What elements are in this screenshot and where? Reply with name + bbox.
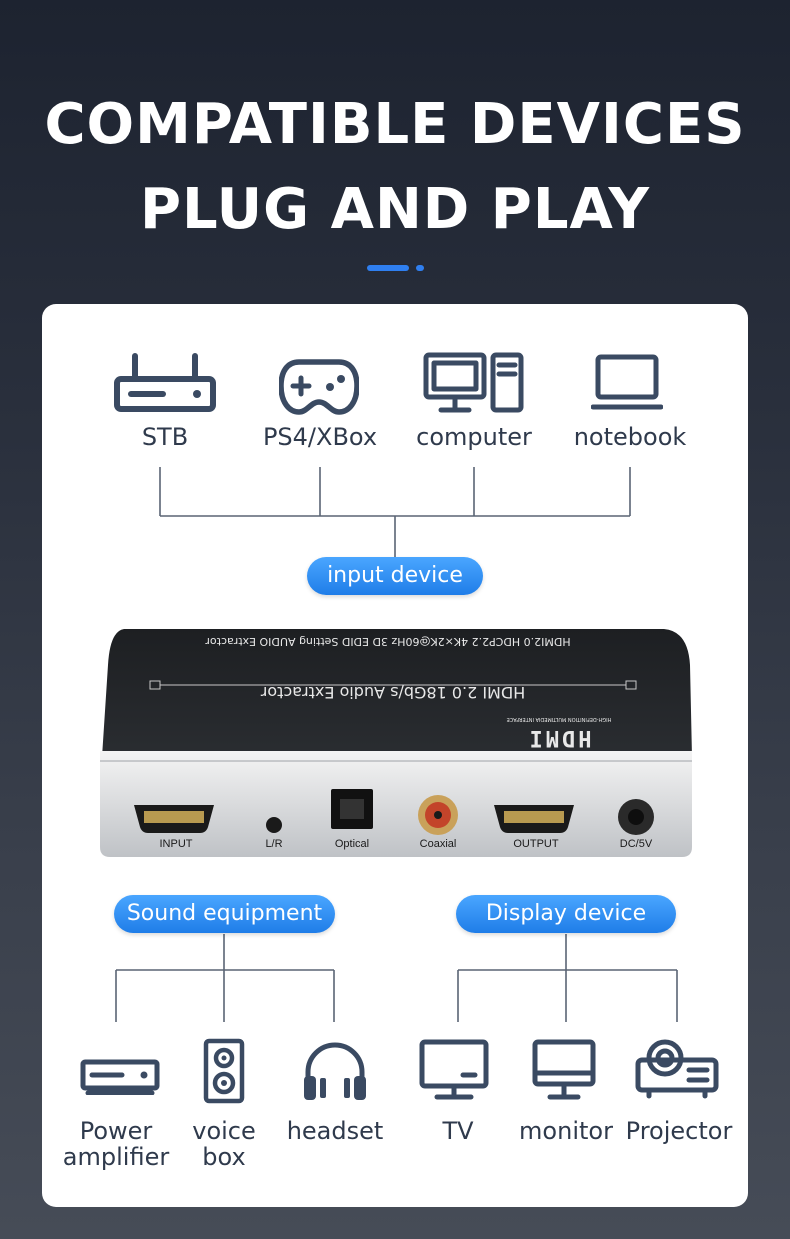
input-device-label: notebook: [573, 423, 687, 451]
display-device-label: Projector: [625, 1117, 733, 1145]
gamepad-icon: [279, 359, 359, 415]
sound-equipment-pill: Sound equipment: [114, 895, 335, 933]
sound-device-label: box: [202, 1143, 246, 1171]
projector-icon: [635, 1039, 719, 1099]
sound-device-label: headset: [286, 1117, 384, 1145]
headline-line-2: PLUG AND PLAY: [139, 177, 651, 242]
amplifier-icon: [80, 1059, 160, 1095]
sound-device-label: voice: [192, 1117, 256, 1145]
laptop-icon: [591, 354, 663, 410]
input-device-label: computer: [416, 423, 532, 451]
device-body: [100, 629, 692, 857]
accent-dot: [416, 265, 424, 271]
device-title: HDMI 2.0 18Gb/s Audio Extractor: [260, 683, 526, 702]
headset-icon: [304, 1042, 366, 1100]
audio-extractor-device: HDMI2.0 HDCP2.2 4K×2K@60Hz 3D EDID Setti…: [98, 625, 694, 860]
tv-icon: [419, 1039, 489, 1100]
input-device-label: PS4/XBox: [262, 423, 378, 451]
device-spec-line: HDMI2.0 HDCP2.2 4K×2K@60Hz 3D EDID Setti…: [205, 635, 571, 648]
port-label-optical: Optical: [334, 838, 370, 850]
port-label-coaxial: Coaxial: [419, 838, 457, 850]
speaker-icon: [203, 1038, 245, 1104]
display-device-pill: Display device: [456, 895, 676, 933]
desktop-computer-icon: [423, 352, 524, 413]
port-label-lr: L/R: [265, 838, 283, 850]
hdmi-logo: HDMI: [526, 725, 592, 750]
router-icon: [114, 353, 216, 412]
hdmi-logo-subtitle: HIGH-DEFINITION MULTIMEDIA INTERFACE: [506, 716, 612, 722]
input-device-label: STB: [141, 423, 189, 451]
port-label-input: INPUT: [159, 838, 193, 850]
display-device-label: monitor: [519, 1117, 613, 1145]
accent-bar: [367, 265, 409, 271]
sound-device-label: amplifier: [62, 1143, 170, 1171]
headline-line-1: COMPATIBLE DEVICES: [44, 92, 746, 157]
input-device-pill: input device: [307, 557, 483, 595]
monitor-icon: [532, 1039, 596, 1100]
port-label-output: OUTPUT: [513, 838, 559, 850]
sound-device-label: Power: [79, 1117, 153, 1145]
port-label-dc: DC/5V: [619, 838, 653, 850]
display-device-label: TV: [442, 1117, 474, 1145]
